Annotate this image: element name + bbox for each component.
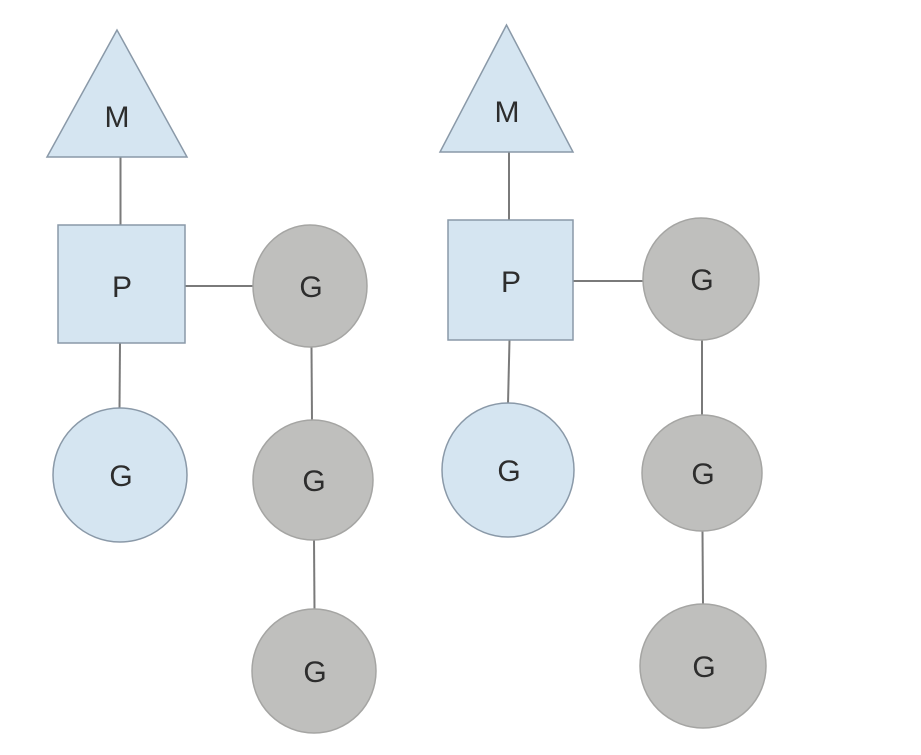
circle-node-g-gray-middle-label: G <box>302 465 325 498</box>
triangle-node-m <box>438 23 575 153</box>
circle-node-g-blue-label: G <box>109 460 132 493</box>
circle-node-g-blue <box>441 402 575 538</box>
circle-node-g-gray-top-label: G <box>299 271 322 304</box>
edge-square-to-blue-circle <box>118 342 121 410</box>
triangle-node-m <box>45 28 189 158</box>
square-node-p-label: P <box>501 266 521 299</box>
square-node-p-label: P <box>112 271 132 304</box>
triangle-node-m-label: M <box>105 101 130 134</box>
edge-gray2-to-gray3 <box>701 530 704 606</box>
square-node-p <box>447 219 574 341</box>
square-node-p <box>57 224 186 344</box>
circle-node-g-gray-bottom-label: G <box>692 651 715 684</box>
circle-node-g-gray-bottom <box>639 603 767 729</box>
edge-square-to-blue-circle <box>507 339 511 405</box>
circle-node-g-gray-middle-label: G <box>691 458 714 491</box>
circle-node-g-gray-middle <box>252 419 374 541</box>
circle-node-g-gray-bottom-label: G <box>303 656 326 689</box>
edge-gray1-to-gray2 <box>310 346 313 422</box>
circle-node-g-blue-label: G <box>497 455 520 488</box>
edge-gray2-to-gray3 <box>313 538 316 611</box>
pedigree-right: M P G G G G <box>438 23 767 729</box>
circle-node-g-gray-top <box>252 224 368 348</box>
triangle-node-m-label: M <box>495 96 520 129</box>
circle-node-g-gray-top <box>642 217 760 341</box>
circle-node-g-gray-bottom <box>251 608 377 734</box>
circle-node-g-gray-top-label: G <box>690 264 713 297</box>
circle-node-g-blue <box>52 407 188 543</box>
pedigree-left: M P G G G G <box>45 28 377 734</box>
circle-node-g-gray-middle <box>641 414 763 532</box>
